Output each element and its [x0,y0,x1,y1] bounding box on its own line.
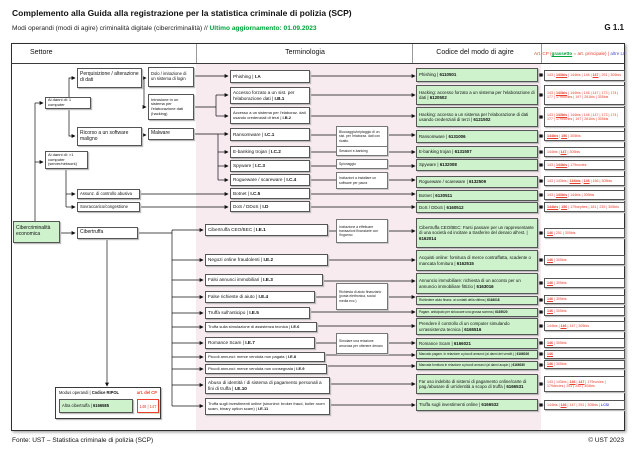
settore-root-node: Cibercriminalità economica [13,221,60,243]
codice-node-6121502: Hacking: accesso a un sistema per l'elab… [416,107,538,127]
terminologia-node-I.C.3: Spyware | I.C.3 [230,160,310,172]
note-node-0: Bloccaggio/criptaggio di un sist. per l'… [336,126,388,147]
header-divider [11,63,625,64]
terminologia-node-I.C.4: Rogueware / scareware | I.C.4 [230,174,310,186]
codice-node-6165020: Pagam. anticipato per sbloccare una gros… [416,308,538,317]
header-tick-1 [196,44,197,63]
codice-node-6162014: Cibertruffa CEO/BEC: Farsi passare per u… [416,218,538,248]
settore-perquisizione-node: Perquisizione / alterazione di dati [77,68,142,88]
terminologia-node-I.E.5: Truffa sull'anticipo | I.E.5 [205,307,310,319]
codice-node-6131006: Ransomware | 6131006 [416,130,538,143]
artcp-node-5: 143 | 144bis | 179novies [544,160,625,170]
artcp-node-3: 144bis | 156 | 305bis [544,131,625,141]
artcp-node-18: 143 | 143bis | 146 | 147 | 179novies | 1… [544,376,625,392]
artcp-node-15: 146 | 305bis [544,338,625,348]
terminologia-node-I.C.2: E-banking trojan | I.C.2 [230,146,310,158]
codice-node-6163016: Annuncio immobiliare: richiesta di un ac… [416,273,538,294]
settore-target2-node: Ai danni di: >1 computer (server/network… [45,151,88,169]
codice-node-6166532: Truffa sugli investimenti online | 61665… [416,399,538,411]
last-update: Ultimo aggiornamento: 01.09.2023 [209,25,317,32]
settore-assunzione-node: Assunz. di controllo abusiva [77,189,140,199]
artcp-node-0: 143 | 143bis | 144bis | 146 | 147 | 251 … [544,70,625,81]
artcp-node-1: 143 | 143bis | 144bis | 146 | 147 | 173 … [544,85,625,105]
header-tick-3 [541,44,542,63]
artcp-node-6: 143 | 143bis | 144bis | 146 | 156 | 305b… [544,176,625,186]
artcp-node-12: 146 | 305bis [544,295,625,304]
page-title: Complemento alla Guida alla registrazion… [12,8,352,18]
settore-ricorso-node: Ricorso a un software maligno [77,127,142,146]
terminologia-node-I.E.3: Falsi annunci immobiliari | I.E.3 [205,274,323,286]
codice-node-6165516: Prendere il controllo di un computer sim… [416,318,538,335]
legend-sample-node: Altra cibertruffa | 6166585 [59,399,133,413]
note-node-6: Simulare una relazione amorosa per otten… [336,333,388,354]
footer-copyright: © UST 2023 [588,437,624,444]
codice-node-6164018: Richiedere aiuto finanz. ai contatti del… [416,296,538,305]
settore-malware-node: Malware [148,128,194,140]
codice-node-6110501: Phishing | 6110501 [416,68,538,82]
column-header-terminologia: Terminologia [285,49,325,56]
legend-artcp-label: art. del CP [136,390,157,395]
terminologia-node-I.E.10: Abuso di identità / di sistema di pagame… [205,377,330,394]
note-node-1: Sessioni e-banking [336,146,388,156]
figure-code: G 1.1 [604,23,624,32]
terminologia-node-I.A: Phishing | I.A [230,70,310,83]
codice-node-6166030: Mancata fornitura in relazione a piccoli… [416,361,538,370]
terminologia-node-I.C.5: Botnet | I.C.5 [230,188,310,199]
codice-node-6162515: Acquisti online: fornitura di merce cont… [416,250,538,271]
terminologia-node-I.C.1: Ransomware | I.C.1 [230,128,310,141]
terminologia-node-I.E.7: Romance Scam | I.E.7 [205,337,315,349]
note-node-3: Incitazioni a installare un software per… [336,172,388,189]
codice-node-6132509: Rogueware / scareware | 6132509 [416,176,538,188]
terminologia-node-I.E.8: Piccoli annunci: merce venduta non pagat… [205,352,325,362]
terminologia-node-I.E.4: False richieste di aiuto | I.E.4 [205,291,315,303]
terminologia-node-I.B.1: Accesso forzato a un sist. per l'elabora… [230,87,310,104]
terminologia-node-I.E.11: Truffa sugli investimenti online (sinoni… [205,398,330,415]
artcp-node-8: 144bis | 156 | 179septies | 181 | 239 | … [544,202,625,212]
codice-node-6120502: Hacking: accesso forzato a un sistema pe… [416,85,538,105]
legend: Modus operandi | Codice RIPOL art. del C… [55,387,161,419]
artcp-node-14: 144bis | 146 | 147 | 305bis [544,321,625,331]
terminologia-node-I.E.9: Piccoli annunci: merce venduta non conse… [205,364,327,374]
page-subtitle: Modi operandi (modi di agire) criminalit… [12,25,317,32]
artcp-node-17: 146 | 305bis [544,360,625,369]
artcp-node-13: 146 | 305bis [544,307,625,316]
artcp-node-4: 144bis | 147 | 305bis [544,147,625,157]
artcp-node-11: 146 | 305bis [544,278,625,288]
note-node-5: Richiesta di aiuto finanziario (posta el… [336,283,388,310]
subtitle-text: Modi operandi (modi di agire) criminalit… [12,25,210,32]
settore-intrusione-node: Intrusione in un sistema per l'elaborazi… [148,94,194,120]
codice-node-6132008: Spyware | 6132008 [416,159,538,171]
header-tick-2 [412,44,413,63]
artcp-node-7: 143 | 143bis | 144bis | 305bis [544,190,625,200]
codice-node-6166021: Romance Scam | 6166021 [416,338,538,349]
terminologia-node-I.B.2: Accesso a un sistema per l'elaboraz. dat… [230,107,310,124]
legend-sample-articles: 146 | 147 [137,399,159,413]
column-header-codice: Codice del modo di agire [436,49,514,56]
settore-target1-node: Ai danni di: 1 computer [45,97,91,109]
settore-dolo-node: Dolo / imitazione di un sistema di login [148,67,194,87]
settore-sovraccarico-node: Sovraccarico/congestione [77,202,140,212]
codice-node-6166531: Far uso indebito di sistemi di pagamento… [416,374,538,394]
column-header-artcp: Art. CP (grassetto = art. principale) | … [534,51,626,56]
terminologia-node-I.D: DoS / DDoS | I.D [230,201,310,212]
settore-cibertruffa-node: Cibertruffa [77,227,138,239]
codice-node-6131507: E-banking trojan | 6131507 [416,146,538,158]
artcp-node-10: 146 | 305bis [544,255,625,265]
codice-node-6160512: DoS / DDoS | 6160512 [416,202,538,213]
terminologia-node-I.E.1: Cibertruffa CEO/BEC | I.E.1 [205,224,328,236]
column-header-settore: Settore [30,49,53,56]
legend-title: Modus operandi | Codice RIPOL [59,390,119,395]
footer-source: Fonte: UST – Statistica criminale di pol… [12,437,154,444]
terminologia-node-I.E.6: Truffa sulla simulazione di assistenza t… [205,322,317,332]
artcp-node-19: 144bis | 146 | 147 | 251 | 305bis | LCSl [544,400,625,410]
codice-node-6166026: Mancato pagam. in relazione a piccoli an… [416,350,538,359]
terminologia-node-I.E.2: Negozi online fraudolenti | I.E.2 [205,254,328,266]
note-node-4: Incitazione a effettuare transazioni fin… [336,219,388,243]
codice-node-6130511: Botnet | 6130511 [416,190,538,201]
artcp-node-16: 146 [544,350,625,359]
artcp-node-2: 143 | 143bis | 144bis | 146 | 147 | 173 … [544,107,625,127]
note-node-2: Spionaggio [336,159,388,169]
artcp-node-9: 146 | 251 | 305bis [544,228,625,238]
